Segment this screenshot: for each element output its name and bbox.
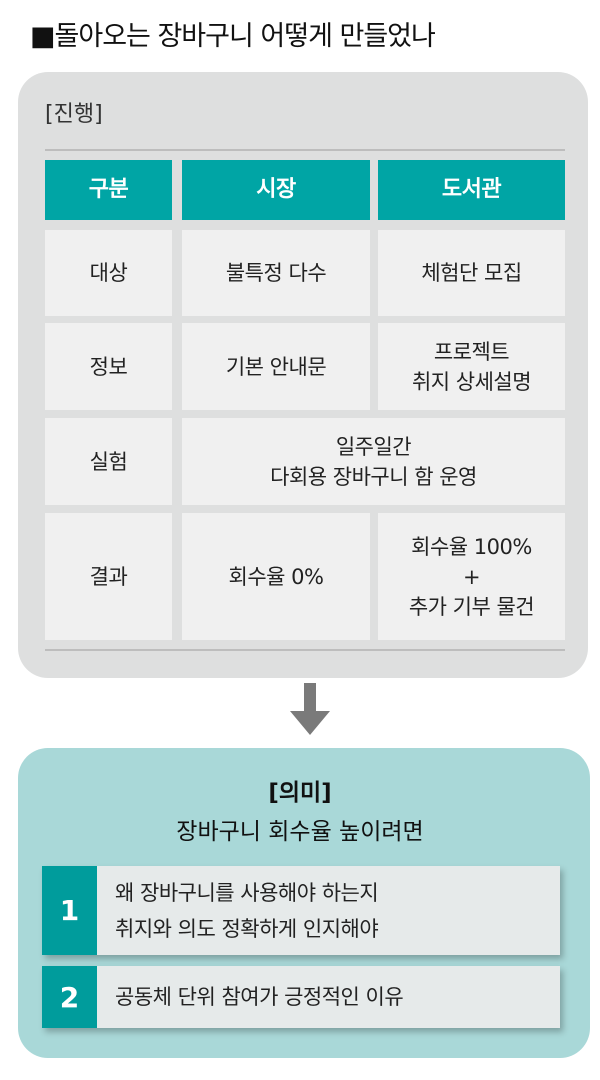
- cell-market: 기본 안내문: [182, 323, 370, 410]
- cell-library: 체험단 모집: [378, 230, 565, 316]
- cell-market: 회수율 0%: [182, 513, 370, 640]
- row-label: 실험: [45, 418, 172, 505]
- item-text: 왜 장바구니를 사용해야 하는지 취지와 의도 정확하게 인지해야: [115, 880, 379, 941]
- arrow-down-icon: [290, 683, 330, 735]
- item-number: 2: [42, 966, 97, 1028]
- cell-library: 프로젝트 취지 상세설명: [378, 323, 565, 410]
- row-label: 대상: [45, 230, 172, 316]
- cell-library: 회수율 100% + 추가 기부 물건: [378, 513, 565, 640]
- meaning-item: 2 공동체 단위 참여가 긍정적인 이유: [42, 966, 560, 1028]
- item-text: 공동체 단위 참여가 긍정적인 이유: [115, 985, 404, 1009]
- cell-market: 불특정 다수: [182, 230, 370, 316]
- divider: [45, 649, 565, 651]
- divider: [45, 149, 565, 151]
- meaning-item: 1 왜 장바구니를 사용해야 하는지 취지와 의도 정확하게 인지해야: [42, 866, 560, 955]
- header-category: 구분: [45, 160, 172, 220]
- row-label: 결과: [45, 513, 172, 640]
- process-label: [진행]: [45, 102, 103, 127]
- cell-merged: 일주일간 다회용 장바구니 함 운영: [182, 418, 565, 505]
- item-number: 1: [42, 866, 97, 955]
- meaning-subtitle: 장바구니 회수율 높이려면: [176, 819, 424, 845]
- header-market: 시장: [182, 160, 370, 220]
- page-title: ■돌아오는 장바구니 어떻게 만들었나: [30, 21, 436, 52]
- header-library: 도서관: [378, 160, 565, 220]
- row-label: 정보: [45, 323, 172, 410]
- meaning-label: [의미]: [268, 780, 332, 806]
